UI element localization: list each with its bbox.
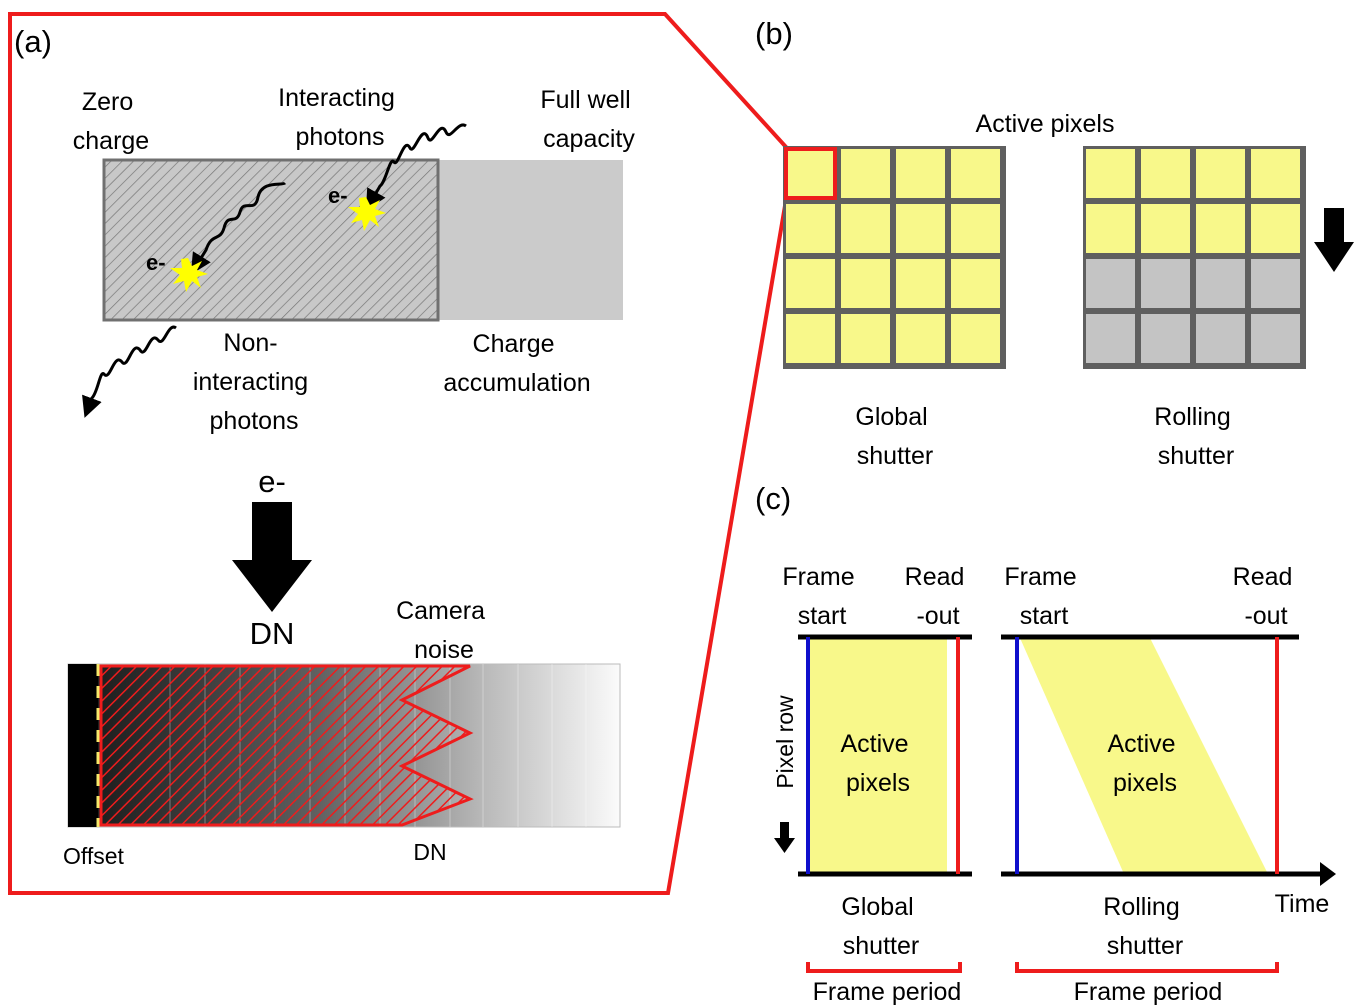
time-axis-arrowhead xyxy=(1320,862,1336,886)
rolling-pixel-inactive xyxy=(1196,259,1245,308)
active-pixels-label: Active pixels xyxy=(976,110,1115,138)
rolling-pixel-inactive xyxy=(1251,259,1300,308)
conversion-electron-label: e- xyxy=(258,464,286,499)
rolling-readout-label: Read -out xyxy=(1233,563,1300,630)
rolling-pixel-active xyxy=(1251,204,1300,253)
global-frame-period-label: Frame period xyxy=(813,978,962,1005)
rolling-frame-period-label: Frame period xyxy=(1074,978,1223,1005)
panel-a: (a) e- e- Zero charge Interacting photon… xyxy=(8,12,788,895)
electron-label-1: e- xyxy=(146,250,166,275)
time-label: Time xyxy=(1275,890,1330,918)
global-pixel-active xyxy=(896,259,945,308)
global-pixel-active xyxy=(896,149,945,198)
conversion-arrow xyxy=(232,502,312,612)
rolling-pixel-active xyxy=(1141,204,1190,253)
panel-c-label: (c) xyxy=(755,481,791,516)
global-pixel-active xyxy=(951,259,1000,308)
rolling-pixel-inactive xyxy=(1196,314,1245,363)
non-interacting-photon-wave xyxy=(82,325,177,418)
global-frame-start-label: Frame start xyxy=(782,563,861,630)
global-pixel-active xyxy=(841,259,890,308)
global-pixel-active xyxy=(841,204,890,253)
global-active-region xyxy=(808,638,947,874)
signal-region xyxy=(99,664,474,827)
global-shutter-timing-label: Global shutter xyxy=(841,893,920,960)
panel-a-label: (a) xyxy=(14,24,52,59)
rolling-pixel-active xyxy=(1141,149,1190,198)
full-well-label: Full well capacity xyxy=(540,86,637,153)
rolling-shutter-grid xyxy=(1083,146,1306,369)
global-pixel-active xyxy=(786,149,835,198)
global-pixel-active xyxy=(786,259,835,308)
global-pixel-active xyxy=(786,314,835,363)
global-active-pixels-label: Active pixels xyxy=(840,730,915,797)
rolling-pixel-active xyxy=(1251,149,1300,198)
rolling-pixel-inactive xyxy=(1141,259,1190,308)
charge-accumulation-label: Charge accumulation xyxy=(443,330,590,397)
electron-star-1 xyxy=(170,258,208,292)
global-frame-period-bracket xyxy=(806,962,962,973)
rolling-active-pixels-label: Active pixels xyxy=(1107,730,1182,797)
global-shutter-grid xyxy=(783,146,1006,369)
pixel-row-direction-arrow xyxy=(774,822,795,853)
charge-accumulation-area xyxy=(438,160,623,320)
pixel-row-label: Pixel row xyxy=(772,695,798,789)
rolling-frame-period-bracket xyxy=(1015,962,1279,973)
global-pixel-active xyxy=(896,204,945,253)
pixel-well xyxy=(102,158,440,322)
rolling-pixel-inactive xyxy=(1086,314,1135,363)
interacting-photon-2-wave xyxy=(365,123,467,211)
dn-axis-label: DN xyxy=(413,839,446,865)
panel-b: (b) Active pixels Global shutter Rolling… xyxy=(755,16,1354,470)
offset-label: Offset xyxy=(63,843,125,869)
global-readout-label: Read -out xyxy=(905,563,972,630)
global-pixel-active xyxy=(951,204,1000,253)
rolling-pixel-active xyxy=(1196,204,1245,253)
panel-c: (c) Frame start Read -out Active pixels … xyxy=(755,481,1336,1005)
global-pixel-active xyxy=(951,314,1000,363)
offset-region xyxy=(68,664,98,827)
rolling-shutter-timing-label: Rolling shutter xyxy=(1103,893,1186,960)
highlighted-pixel xyxy=(784,147,837,200)
global-pixel-active xyxy=(951,149,1000,198)
interacting-photon-1-wave xyxy=(190,181,287,275)
rolling-pixel-inactive xyxy=(1251,314,1300,363)
zero-charge-label: Zero charge xyxy=(73,88,149,155)
conversion-dn-label: DN xyxy=(250,616,295,651)
global-pixel-active xyxy=(841,149,890,198)
camera-noise-label: Camera noise xyxy=(396,597,492,664)
rolling-pixel-active xyxy=(1086,149,1135,198)
electron-star-2 xyxy=(348,197,386,231)
rolling-pixel-active xyxy=(1196,149,1245,198)
global-shutter-label: Global shutter xyxy=(855,403,934,470)
non-interacting-label: Non- interacting photons xyxy=(193,329,315,435)
panel-b-label: (b) xyxy=(755,16,793,51)
global-pixel-active xyxy=(896,314,945,363)
interacting-photons-label: Interacting photons xyxy=(278,84,402,151)
global-pixel-active xyxy=(786,204,835,253)
rolling-frame-start-label: Frame start xyxy=(1004,563,1083,630)
rolling-direction-arrow xyxy=(1314,208,1354,272)
rolling-pixel-inactive xyxy=(1086,259,1135,308)
global-pixel-active xyxy=(841,314,890,363)
rolling-shutter-label: Rolling shutter xyxy=(1154,403,1237,470)
rolling-pixel-inactive xyxy=(1141,314,1190,363)
rolling-pixel-active xyxy=(1086,204,1135,253)
rolling-active-region xyxy=(1020,638,1268,874)
electron-label-2: e- xyxy=(328,183,348,208)
